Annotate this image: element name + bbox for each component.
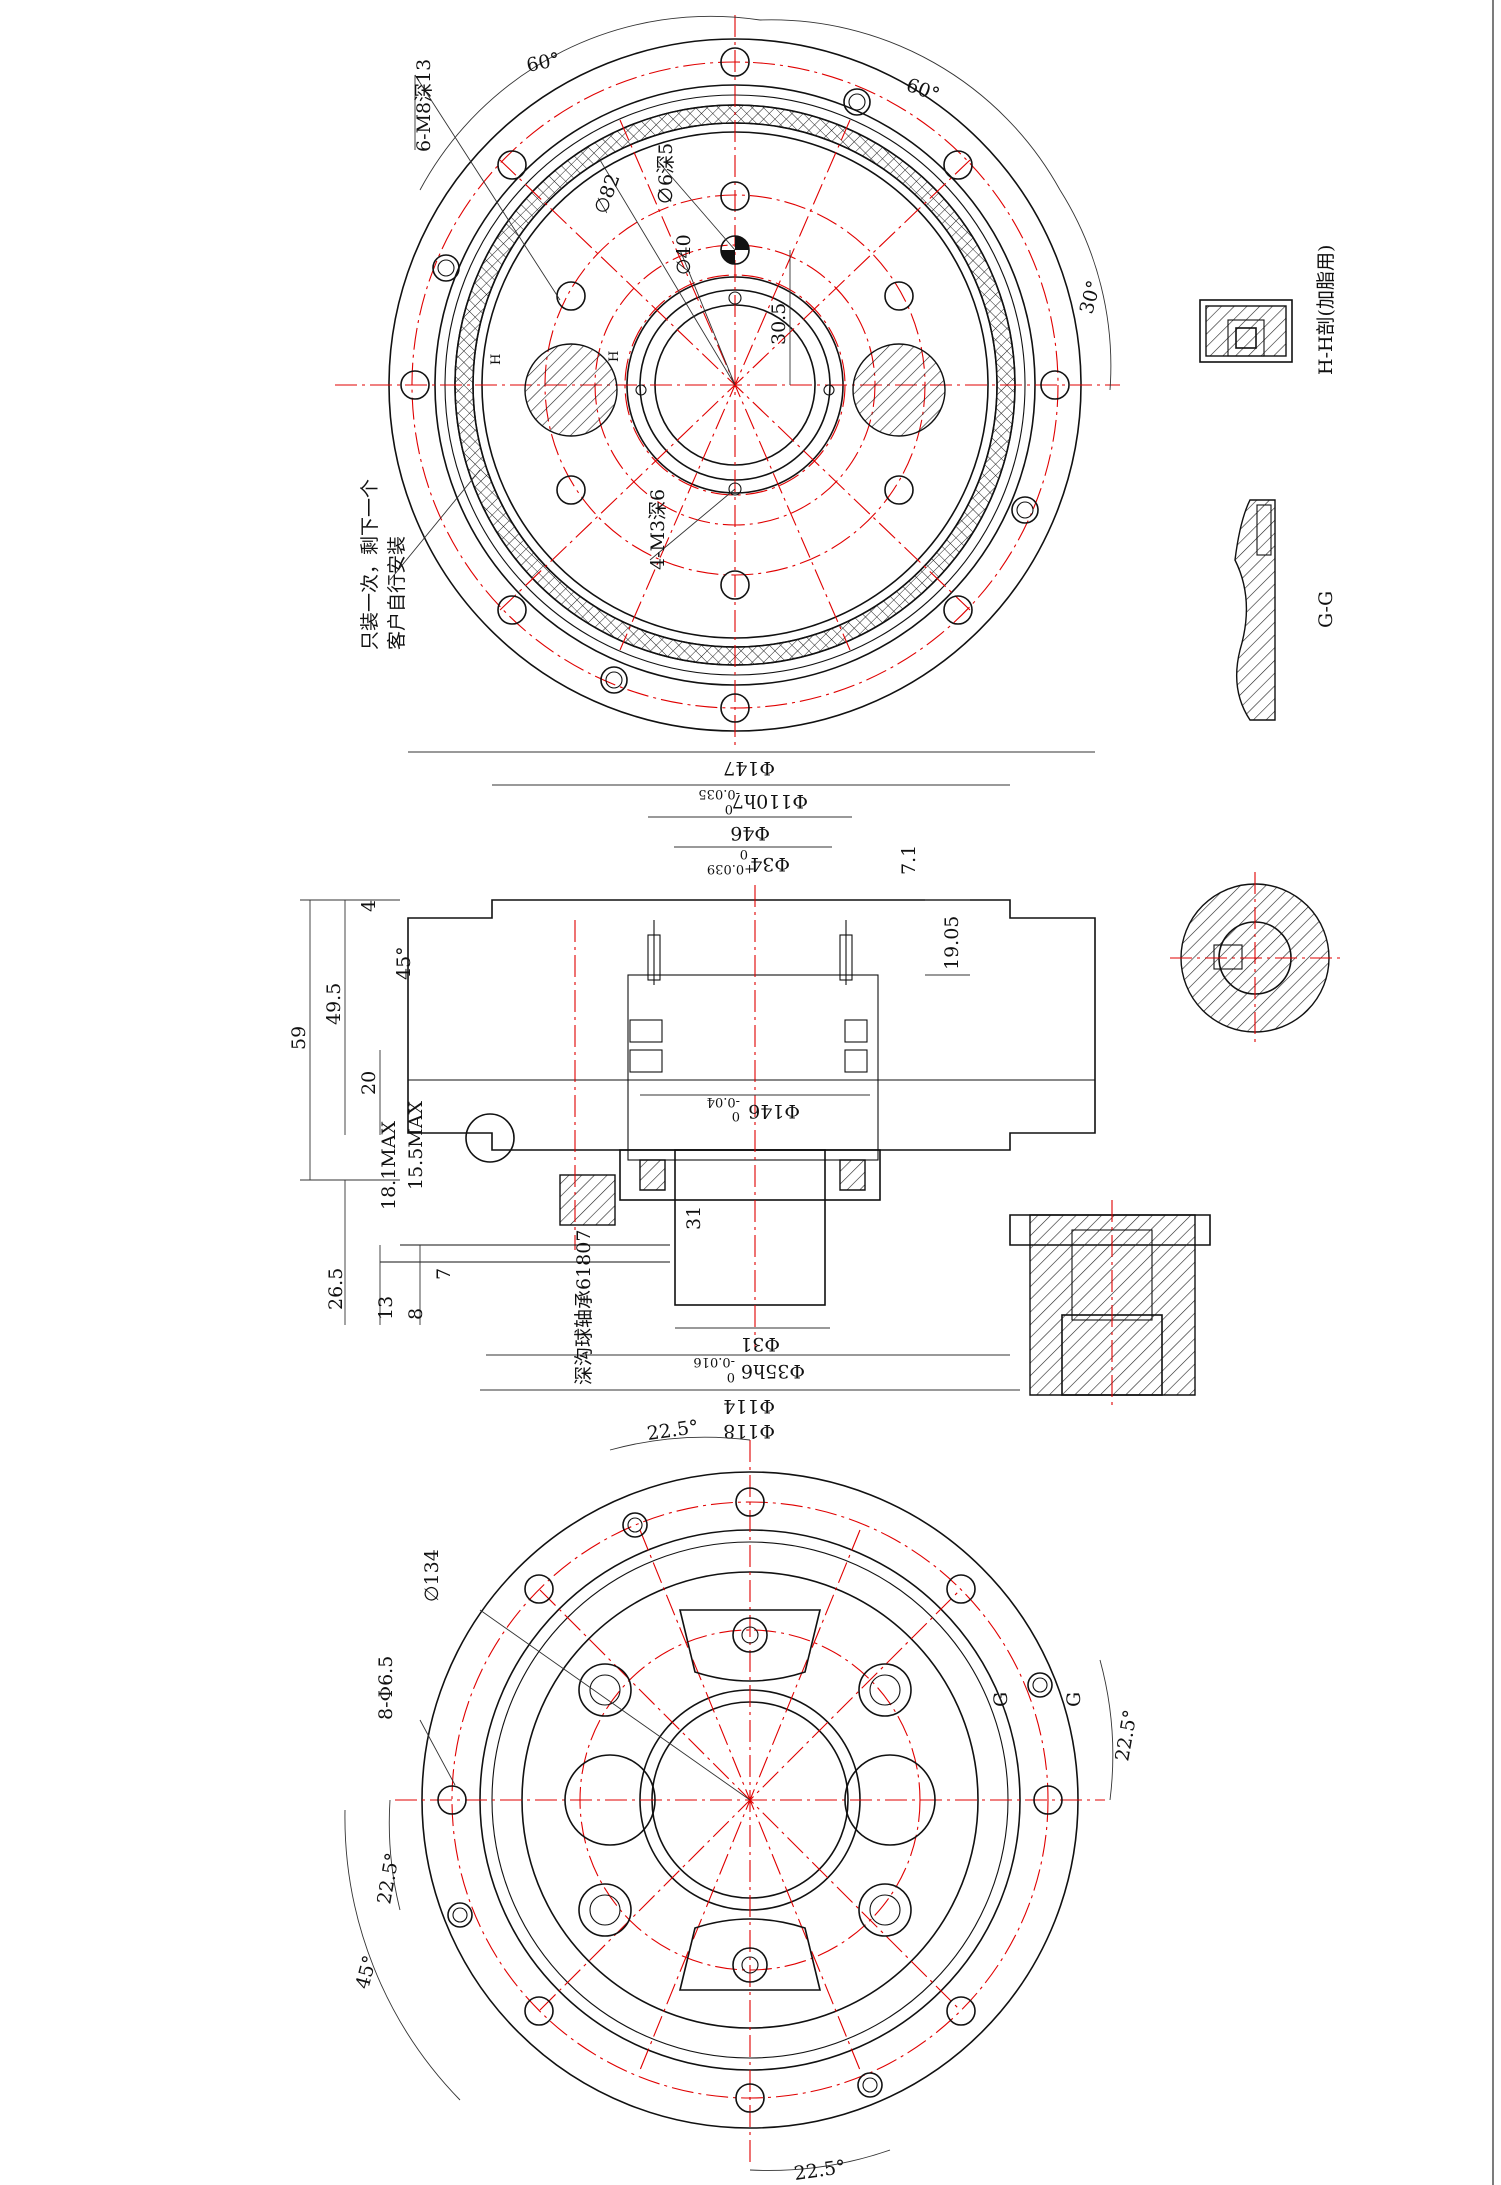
label-30-5: 30.5 <box>768 303 790 345</box>
dim-h31: 31 <box>683 1206 705 1230</box>
dim-h4: 4 <box>358 900 380 912</box>
label-d82: ∅82 <box>590 171 625 217</box>
label-g-left: G <box>990 1692 1012 1707</box>
note-install-line1: 只装一次，剩下一个 <box>359 479 381 650</box>
side-view <box>380 885 1096 1350</box>
angle-22-5-left: 22.5° <box>373 1851 404 1906</box>
label-d40: ∅40 <box>673 234 695 275</box>
caption-gg: G-G <box>1315 591 1337 628</box>
top-view: 6-M8深13 60° 60° 30° ∅82 ∅6深5 ∅40 30.5 4-… <box>335 15 1120 745</box>
bottom-view <box>344 1436 1114 2171</box>
dim-d35: Φ35h6 <box>741 1360 805 1382</box>
dim-d31: Φ31 <box>740 1333 780 1355</box>
dim-d146-tol-lower: -0.04 <box>707 1094 740 1109</box>
dim-h49-5: 49.5 <box>323 983 345 1025</box>
dim-d34-tol-lower: 0 <box>740 846 748 861</box>
dim-h20: 20 <box>358 1071 380 1095</box>
label-bearing: 深沟球轴承61807 <box>573 1230 595 1385</box>
dim-h59: 59 <box>288 1026 310 1050</box>
label-4m3: 4-M3深6 <box>647 489 669 570</box>
dim-h26-5: 26.5 <box>325 1268 347 1310</box>
dim-d146: Φ146 <box>748 1100 800 1122</box>
label-d134: ∅134 <box>421 1549 443 1602</box>
dim-h18-1: 18.1MAX <box>378 1121 400 1210</box>
dim-d34: Φ34 <box>750 853 790 875</box>
dim-d110: Φ110h7 <box>732 790 808 812</box>
hub-section <box>1170 872 1345 1045</box>
dim-d34-tol-upper: +0.039 <box>707 861 755 876</box>
label-d6: ∅6深5 <box>655 143 677 205</box>
dim-d35-tol-lower: -0.016 <box>693 1354 735 1369</box>
angle-60-left: 60° <box>524 48 562 77</box>
section-hh: H-H剖(加脂用) <box>1199 245 1337 375</box>
dim-chamfer45: 45° <box>393 946 415 980</box>
angle-22-5-right: 22.5° <box>1111 1708 1142 1763</box>
dim-h7: 7 <box>433 1268 455 1280</box>
top-view-outer-holes <box>400 47 1070 723</box>
dim-d114: Φ114 <box>723 1395 775 1417</box>
dim-h15-5: 15.5MAX <box>405 1101 427 1190</box>
angle-22-5-bottom: 22.5° <box>793 2156 847 2185</box>
dim-d110-tol-lower: -0.035 <box>698 786 740 801</box>
side-view-dimensions <box>300 751 1095 1391</box>
dim-d35-tol-upper: 0 <box>727 1369 735 1384</box>
angle-45: 45° <box>352 1953 382 1991</box>
dim-h19-05: 19.05 <box>941 916 963 970</box>
top-view-inner-holes <box>524 181 946 600</box>
dim-h13: 13 <box>375 1296 397 1320</box>
dim-d110-tol-upper: 0 <box>725 801 733 816</box>
top-view-leaders <box>389 15 1112 581</box>
label-6m8: 6-M8深13 <box>413 59 435 152</box>
label-g-right: G <box>1063 1692 1085 1707</box>
section-gg: G-G <box>1234 499 1337 721</box>
dim-h7-1: 7.1 <box>898 845 920 875</box>
caption-hh: H-H剖(加脂用) <box>1315 245 1337 375</box>
angle-22-5-top: 22.5° <box>646 1416 700 1445</box>
dim-d46: Φ46 <box>730 822 770 844</box>
angle-30: 30° <box>1076 278 1106 316</box>
angle-60-right: 60° <box>903 74 942 106</box>
shaft-section <box>1009 1200 1211 1410</box>
label-holes-8: 8-Φ6.5 <box>375 1656 397 1720</box>
dim-d147: Φ147 <box>723 757 775 779</box>
label-h-left: H <box>489 354 504 365</box>
note-install-line2: 客户自行安装 <box>386 536 408 650</box>
dim-d146-tol-upper: 0 <box>732 1108 740 1123</box>
dim-d118: Φ118 <box>723 1420 775 1442</box>
dim-h8: 8 <box>405 1308 427 1320</box>
label-h-right: H <box>607 351 622 362</box>
